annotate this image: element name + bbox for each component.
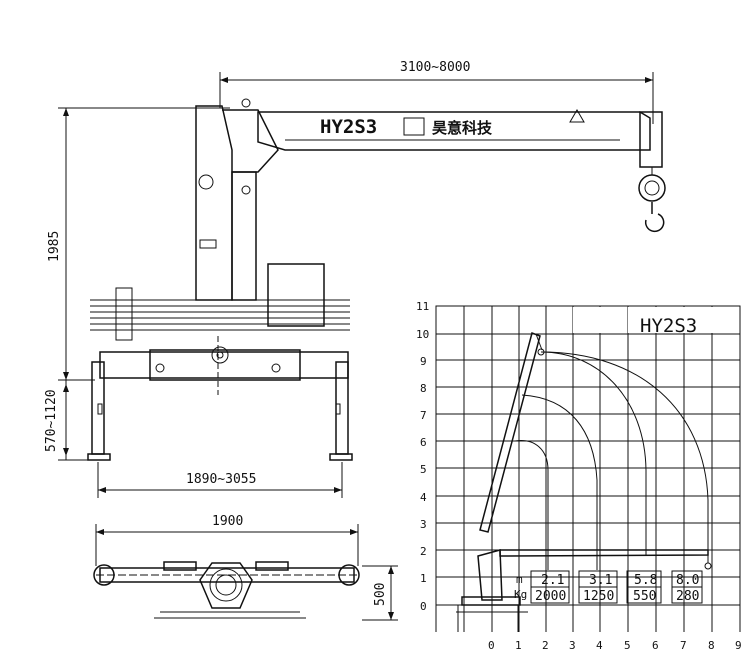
radius-cell: 5.8 bbox=[634, 573, 657, 588]
x-tick: 7 bbox=[680, 639, 687, 652]
side-view: 3100~8000 1985 570~1120 HY2S3 昊意科技 bbox=[44, 60, 666, 498]
hook-icon bbox=[644, 202, 665, 233]
chart-model-label: HY2S3 bbox=[640, 315, 697, 337]
curve-2-1 bbox=[514, 440, 549, 570]
y-tick: 1 bbox=[420, 572, 427, 585]
load-chart: HY2S3 0 1 2 3 4 5 6 7 8 9 10 11 0 1 2 3 … bbox=[416, 300, 742, 652]
radius-cell: 3.1 bbox=[589, 573, 612, 588]
x-tick: 6 bbox=[652, 639, 659, 652]
curve-5-8 bbox=[540, 351, 647, 556]
base-depth-label: 500 bbox=[373, 583, 388, 606]
outrigger-span-label: 1890~3055 bbox=[186, 472, 256, 487]
load-table: m Kg 2.1 2000 3.1 1250 5.8 550 8.0 280 bbox=[514, 570, 703, 604]
y-tick: 4 bbox=[420, 491, 427, 504]
logo-icon bbox=[403, 117, 425, 136]
top-view: 1900 500 bbox=[93, 514, 398, 621]
y-tick: 8 bbox=[420, 382, 427, 395]
hook-block bbox=[638, 174, 666, 202]
x-tick: 0 bbox=[488, 639, 495, 652]
reach-curves bbox=[514, 351, 709, 570]
load-row-label: Kg bbox=[514, 588, 527, 601]
load-cell: 1250 bbox=[583, 589, 614, 604]
y-tick: 7 bbox=[420, 409, 427, 422]
x-tick: 2 bbox=[542, 639, 549, 652]
x-axis-ticks: 0 1 2 3 4 5 6 7 8 9 bbox=[488, 639, 742, 652]
load-cell: 280 bbox=[676, 589, 699, 604]
y-tick: 0 bbox=[420, 600, 427, 613]
y-tick: 5 bbox=[420, 463, 427, 476]
y-tick: 3 bbox=[420, 518, 427, 531]
y-axis-ticks: 0 1 2 3 4 5 6 7 8 9 10 11 bbox=[416, 300, 429, 613]
radius-cell: 8.0 bbox=[676, 573, 699, 588]
x-tick: 5 bbox=[624, 639, 631, 652]
x-tick: 8 bbox=[708, 639, 715, 652]
x-tick: 1 bbox=[515, 639, 522, 652]
curve-3-1 bbox=[521, 394, 598, 570]
radius-cell: 2.1 bbox=[541, 573, 564, 588]
x-tick: 4 bbox=[596, 639, 603, 652]
outrigger-height-label: 570~1120 bbox=[44, 389, 59, 452]
boom-model-text: HY2S3 bbox=[320, 116, 377, 138]
warning-icon bbox=[569, 109, 585, 123]
curve-8-0 bbox=[540, 351, 709, 556]
y-tick: 10 bbox=[416, 328, 429, 341]
distance-row-label: m bbox=[516, 573, 523, 586]
y-tick: 9 bbox=[420, 355, 427, 368]
y-tick: 6 bbox=[420, 436, 427, 449]
y-tick: 2 bbox=[420, 545, 427, 558]
boom-brand-text: 昊意科技 bbox=[432, 119, 493, 137]
base-width-label: 1900 bbox=[212, 514, 243, 529]
x-tick: 3 bbox=[569, 639, 576, 652]
load-cell: 550 bbox=[633, 589, 656, 604]
x-tick: 9 bbox=[735, 639, 742, 652]
load-cell: 2000 bbox=[535, 589, 566, 604]
height-label: 1985 bbox=[47, 231, 62, 262]
y-tick: 11 bbox=[416, 300, 429, 313]
boom-length-label: 3100~8000 bbox=[400, 60, 470, 75]
